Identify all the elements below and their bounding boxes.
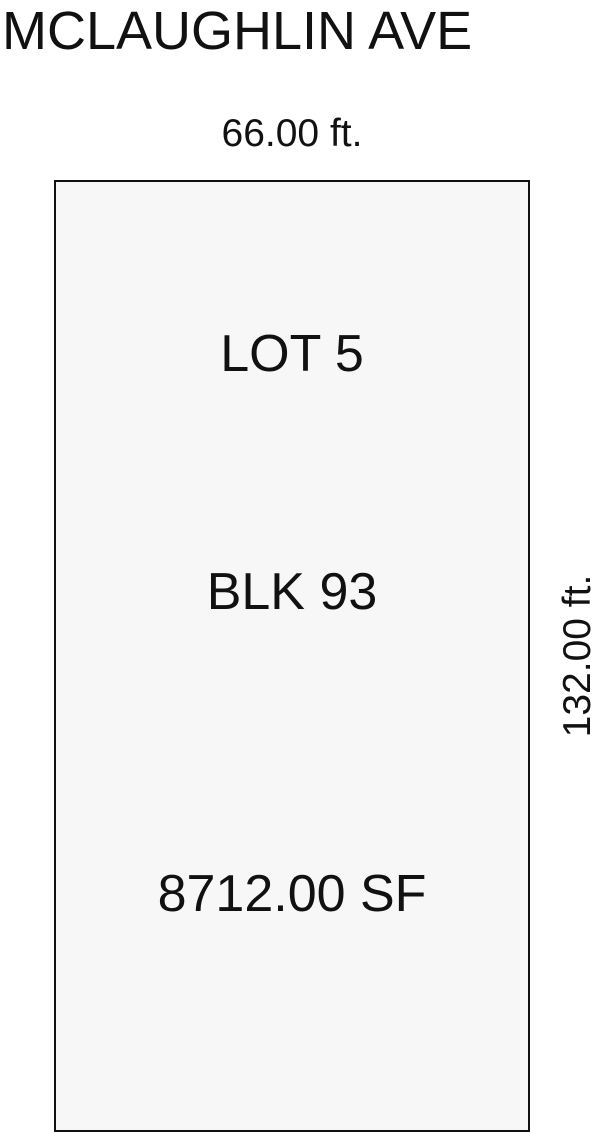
depth-dimension-label: 132.00 ft. — [556, 574, 599, 738]
frontage-dimension-label: 66.00 ft. — [221, 112, 363, 155]
lot-parcel-outline: LOT 5 BLK 93 8712.00 SF — [54, 180, 530, 1132]
lot-area-label: 8712.00 SF — [157, 865, 427, 923]
block-number-label: BLK 93 — [206, 563, 378, 621]
lot-number-label: LOT 5 — [220, 325, 364, 383]
street-name: MCLAUGHLIN AVE — [2, 1, 473, 61]
